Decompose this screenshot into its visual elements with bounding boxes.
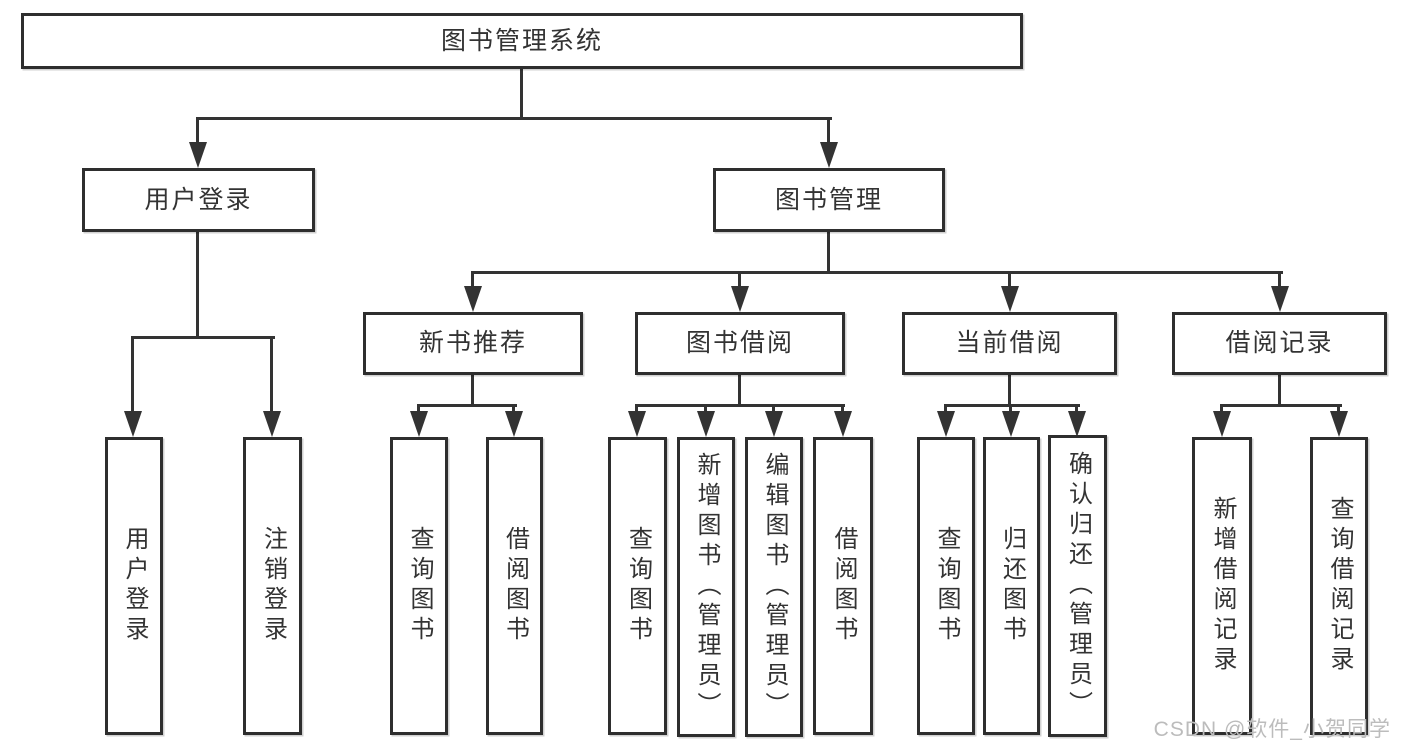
arrow-down-icon [1213,411,1231,437]
arrow-down-icon [263,411,281,437]
connector-hline [131,336,275,339]
node-book-mgmt: 图书管理 [713,168,945,232]
node-label: 新增图书（管理员） [693,452,720,722]
connector-vline [1220,404,1223,414]
connector-vline [196,232,199,338]
node-new-book-rec: 新书推荐 [363,312,583,375]
arrow-down-icon [834,411,852,437]
connector-vline [520,69,523,119]
leaf-borrow-book-1: 借阅图书 [486,437,543,735]
arrow-down-icon [189,142,207,168]
watermark-text: CSDN @软件_小贺同学 [1153,718,1391,741]
leaf-query-borrow-record: 查询借阅记录 [1310,437,1368,735]
connector-vline [1278,271,1281,289]
node-label: 图书借阅 [685,329,794,357]
connector-vline [1009,404,1012,414]
connector-vline [944,404,947,414]
leaf-query-book-3: 查询图书 [917,437,975,735]
node-label: 图书管理 [774,185,883,214]
node-label: 归还图书 [998,526,1026,646]
arrow-down-icon [1001,286,1019,312]
arrow-down-icon [1330,411,1348,437]
connector-vline [1278,375,1281,407]
connector-hline [1220,404,1342,407]
node-label: 借阅图书 [830,526,857,646]
arrow-down-icon [124,411,142,437]
connector-hline [417,404,517,407]
connector-vline [827,232,830,274]
connector-vline [827,117,830,144]
leaf-edit-book: 编辑图书（管理员） [745,437,803,737]
arrow-down-icon [937,411,955,437]
node-label: 新书推荐 [418,329,527,357]
node-label: 用户登录 [121,526,148,646]
arrow-down-icon [820,142,838,168]
connector-vline [471,271,474,289]
leaf-user-login: 用户登录 [105,437,163,735]
connector-vline [1008,271,1011,289]
node-label: 查询借阅记录 [1326,496,1353,676]
connector-hline [635,404,845,407]
node-label: 编辑图书（管理员） [761,452,788,722]
connector-vline [704,404,707,414]
arrow-down-icon [505,411,523,437]
leaf-add-book: 新增图书（管理员） [677,437,735,737]
node-label: 查询图书 [624,526,652,646]
leaf-query-book-1: 查询图书 [390,437,448,735]
connector-vline [841,404,844,414]
arrow-down-icon [1068,411,1086,437]
connector-vline [1075,404,1078,414]
connector-vline [270,336,273,413]
connector-vline [131,336,134,413]
node-label: 查询图书 [933,526,960,646]
connector-vline [196,117,199,144]
node-user-login: 用户登录 [82,168,315,232]
node-label: 借阅图书 [501,526,529,646]
node-label: 确认归还（管理员） [1064,451,1092,721]
arrow-down-icon [731,286,749,312]
leaf-add-borrow-record: 新增借阅记录 [1192,437,1252,735]
node-borrow-records: 借阅记录 [1172,312,1387,375]
connector-vline [471,375,474,407]
node-root: 图书管理系统 [21,13,1023,69]
connector-vline [1008,375,1011,407]
connector-vline [772,404,775,414]
node-label: 当前借阅 [955,329,1064,357]
leaf-logout: 注销登录 [243,437,302,735]
connector-hline [471,271,1283,274]
node-label: 新增借阅记录 [1209,496,1236,676]
node-label: 用户登录 [144,185,253,214]
arrow-down-icon [765,411,783,437]
connector-vline [635,404,638,414]
leaf-confirm-return: 确认归还（管理员） [1048,435,1107,737]
node-label: 注销登录 [259,526,287,646]
connector-vline [1337,404,1340,414]
node-current-borrow: 当前借阅 [902,312,1117,375]
arrow-down-icon [1271,286,1289,312]
leaf-query-book-2: 查询图书 [608,437,667,735]
arrow-down-icon [628,411,646,437]
node-book-borrow: 图书借阅 [635,312,845,375]
arrow-down-icon [1002,411,1020,437]
connector-vline [738,271,741,289]
connector-hline [196,117,832,120]
arrow-down-icon [464,286,482,312]
arrow-down-icon [410,411,428,437]
node-label: 图书管理系统 [440,26,603,55]
arrow-down-icon [697,411,715,437]
leaf-borrow-book-2: 借阅图书 [813,437,873,735]
connector-vline [738,375,741,407]
node-label: 借阅记录 [1225,329,1334,357]
connector-vline [512,404,515,414]
node-label: 查询图书 [406,526,433,646]
leaf-return-book: 归还图书 [983,437,1040,735]
connector-hline [944,404,1080,407]
connector-vline [417,404,420,414]
